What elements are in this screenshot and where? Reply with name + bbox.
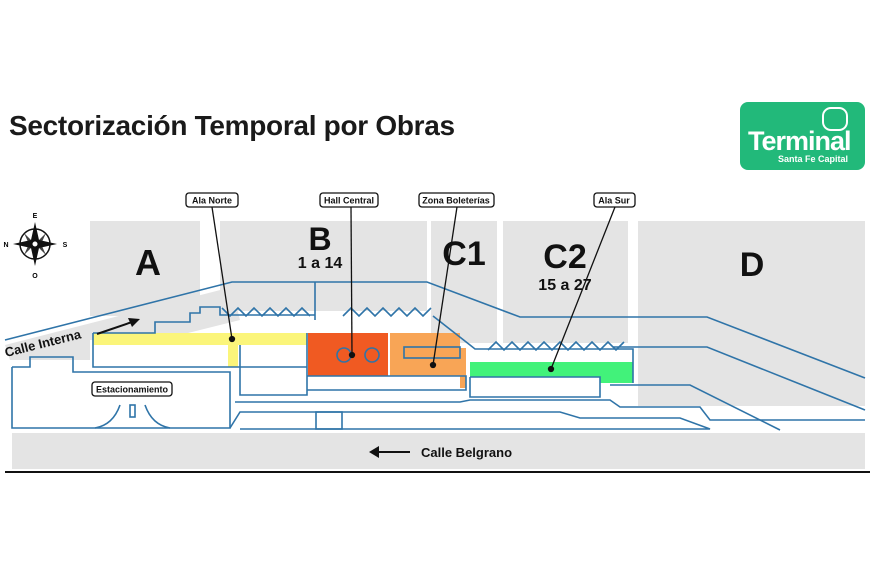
page-title: Sectorización Temporal por Obras: [9, 110, 455, 141]
bus-icon: [822, 107, 848, 131]
zone-hall-central: [308, 333, 388, 376]
platform-blocks: [5, 221, 865, 469]
zone-ala-sur: [470, 362, 633, 383]
terminal-logo: Terminal Santa Fe Capital: [740, 102, 865, 170]
calle-belgrano-road: [12, 433, 865, 469]
compass-south: S: [63, 242, 68, 249]
callout-ala-norte: Ala Norte: [185, 192, 239, 208]
callout-zona-boleterias: Zona Boleterías: [418, 192, 495, 208]
logo-subtitle: Santa Fe Capital: [778, 154, 849, 164]
svg-text:Hall Central: Hall Central: [324, 196, 374, 206]
block-b-range: 1 a 14: [298, 255, 343, 272]
logo-name: Terminal: [748, 126, 852, 156]
block-d-label: D: [740, 246, 765, 284]
callout-ala-sur: Ala Sur: [593, 192, 636, 208]
calle-interna-road: [5, 287, 240, 360]
zone-leaders: [211, 206, 616, 373]
svg-text:Ala Norte: Ala Norte: [192, 196, 232, 206]
zone-ala-norte: [93, 333, 307, 367]
compass-west: O: [32, 273, 38, 280]
zone-boleterias: [390, 333, 466, 388]
compass-north: N: [3, 242, 8, 249]
block-c2: [503, 221, 628, 343]
svg-text:Estacionamiento: Estacionamiento: [96, 385, 169, 395]
block-d: [638, 221, 865, 406]
compass-east: E: [33, 213, 38, 220]
arrow-left-icon: [369, 446, 410, 458]
block-c1-label: C1: [442, 235, 485, 273]
block-b: [220, 221, 427, 311]
compass-icon: [13, 222, 57, 266]
block-b-label: B: [308, 221, 331, 257]
calle-belgrano-label: Calle Belgrano: [421, 445, 512, 460]
block-c2-range: 15 a 27: [538, 277, 591, 294]
svg-text:Ala Sur: Ala Sur: [598, 196, 630, 206]
block-c2-label: C2: [543, 238, 586, 276]
svg-text:Zona Boleterías: Zona Boleterías: [422, 196, 490, 206]
callout-hall-central: Hall Central: [319, 192, 379, 208]
block-a-label: A: [135, 242, 161, 283]
arrow-right-icon: [96, 318, 140, 335]
building-outlines: [4, 281, 866, 431]
callout-estacionamiento: Estacionamiento: [91, 381, 173, 397]
